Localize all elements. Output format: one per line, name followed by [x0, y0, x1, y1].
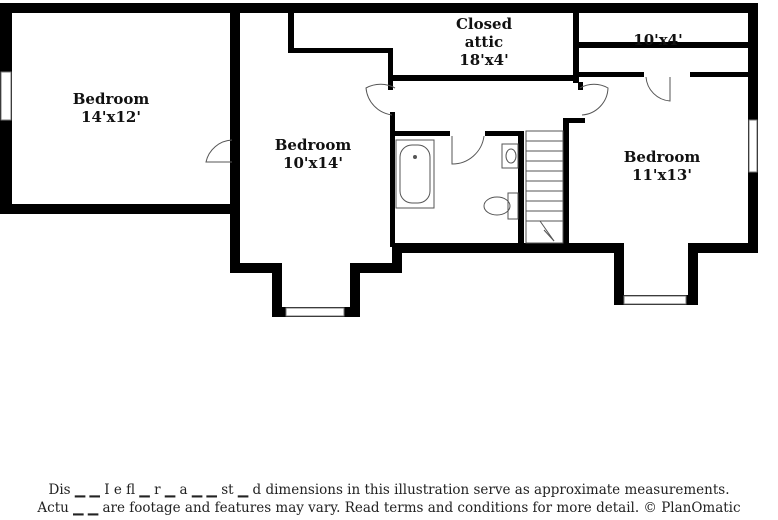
room-label-bedroom-3: Bedroom: [624, 148, 701, 166]
room-label-bedroom-2: Bedroom: [275, 136, 352, 154]
bathtub: [395, 139, 435, 209]
room-label-bedroom-1: Bedroom: [73, 90, 150, 108]
bath-fixtures: [395, 139, 519, 220]
disclaimer-line-1: Dis ▁ ▁ I e fl ▁ r ▁ a ▁ ▁ st ▁ d dimens…: [48, 482, 730, 498]
room-label-attic: Closed: [456, 15, 513, 33]
disclaimer-line-2: Actu ▁ ▁ are footage and features may va…: [37, 500, 741, 516]
room-size-closet: 10'x4': [633, 31, 682, 49]
toilet: [483, 192, 519, 220]
windows: [0, 71, 758, 317]
window-left: [0, 71, 12, 121]
window-right-bay: [623, 295, 687, 305]
room-size-bedroom-2: 10'x14': [283, 154, 343, 172]
window-right: [748, 119, 758, 173]
interior-walls: [230, 3, 748, 247]
stairs: [525, 130, 564, 244]
room-label-attic-2: attic: [465, 33, 503, 51]
window-middle-bay: [285, 307, 345, 317]
room-size-attic: 18'x4': [459, 51, 508, 69]
sink: [501, 143, 519, 169]
room-size-bedroom-3: 11'x13': [632, 166, 692, 184]
room-size-bedroom-1: 14'x12': [81, 108, 141, 126]
doors: [205, 76, 671, 165]
